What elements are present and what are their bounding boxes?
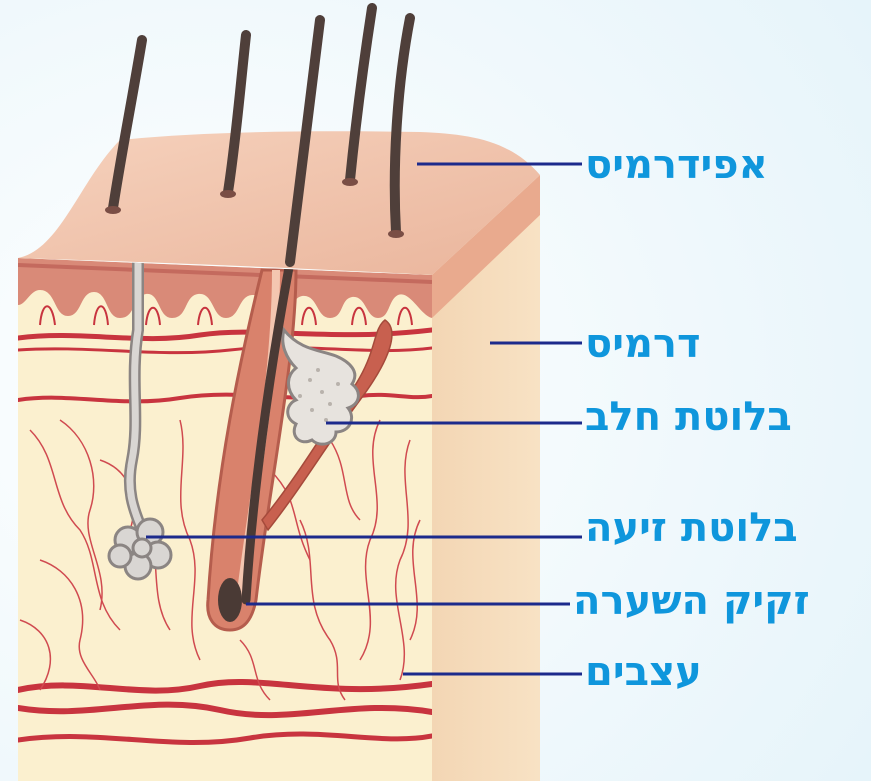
label-sweat-gland: בלוטת זיעה <box>585 504 798 552</box>
skin-block-front-face <box>18 250 438 781</box>
label-epidermis: אפידרמיס <box>585 141 768 189</box>
label-sebaceous-gland: בלוטת חלב <box>585 393 792 441</box>
label-hair-follicle: זקיק השערה <box>573 577 810 625</box>
skin-block-side-face <box>432 175 540 781</box>
label-nerves: עצבים <box>585 648 702 696</box>
label-dermis: דרמיס <box>585 320 701 368</box>
